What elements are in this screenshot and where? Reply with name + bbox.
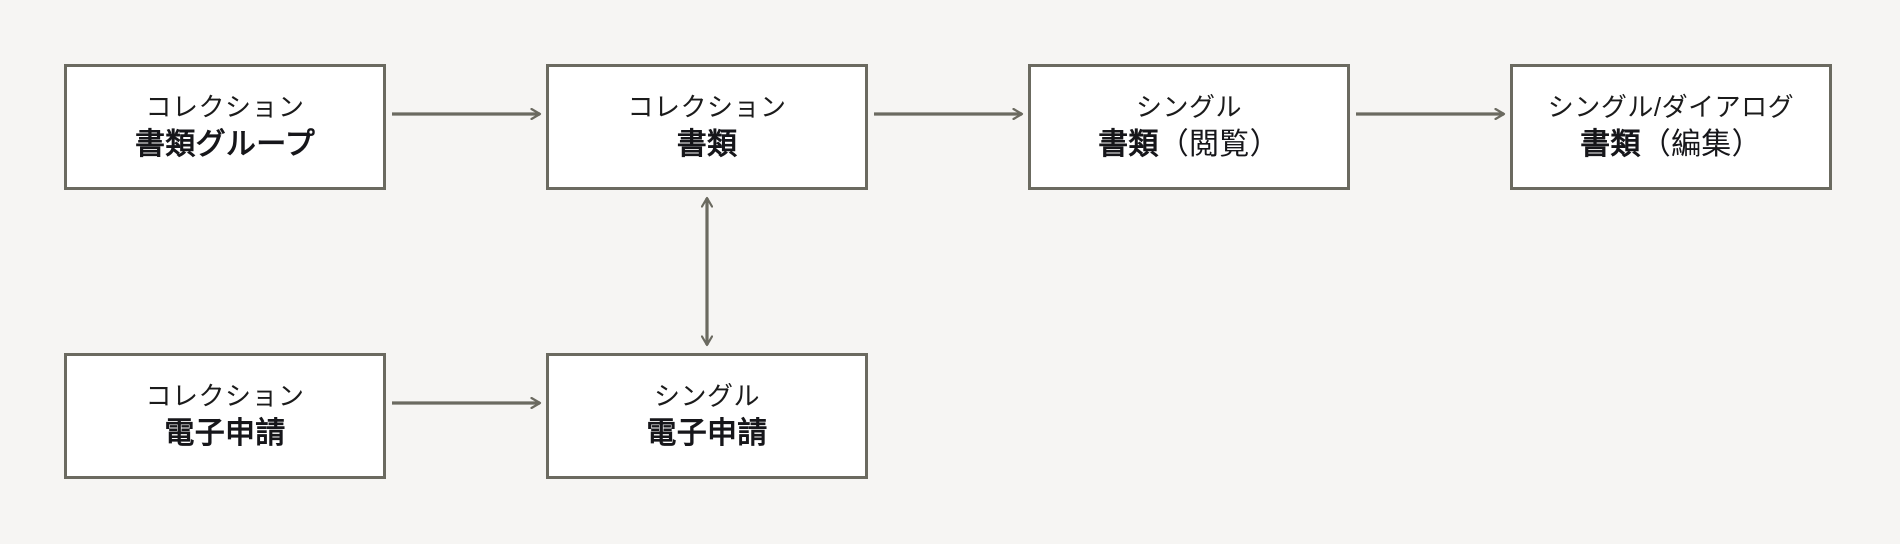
node-doc-view[interactable]: シングル 書類（閲覧） — [1028, 64, 1350, 190]
node-name-label: 電子申請 — [646, 417, 768, 450]
node-kind-label: コレクション — [627, 92, 787, 122]
node-eapp-coll[interactable]: コレクション 電子申請 — [64, 353, 386, 479]
node-kind-label: シングル — [1135, 92, 1243, 122]
node-name-paren: （編集） — [1640, 128, 1762, 161]
node-doc-coll[interactable]: コレクション 書類 — [546, 64, 868, 190]
node-eapp-single[interactable]: シングル 電子申請 — [546, 353, 868, 479]
node-kind-label: コレクション — [145, 92, 305, 122]
node-name-label: 電子申請 — [164, 417, 286, 450]
node-name-label: 書類（編集） — [1580, 130, 1762, 160]
node-kind-label: シングル — [653, 381, 761, 411]
node-kind-label: コレクション — [145, 381, 305, 411]
node-name-label: 書類グループ — [135, 128, 315, 161]
node-doc-group[interactable]: コレクション 書類グループ — [64, 64, 386, 190]
node-kind-label: シングル/ダイアログ — [1547, 92, 1795, 122]
node-name-base: 書類 — [1098, 128, 1159, 161]
node-name-label: 書類 — [676, 128, 738, 161]
node-name-paren: （閲覧） — [1158, 128, 1280, 161]
node-name-base: 書類 — [1580, 128, 1641, 161]
node-doc-edit[interactable]: シングル/ダイアログ 書類（編集） — [1510, 64, 1832, 190]
node-name-label: 書類（閲覧） — [1098, 130, 1280, 160]
